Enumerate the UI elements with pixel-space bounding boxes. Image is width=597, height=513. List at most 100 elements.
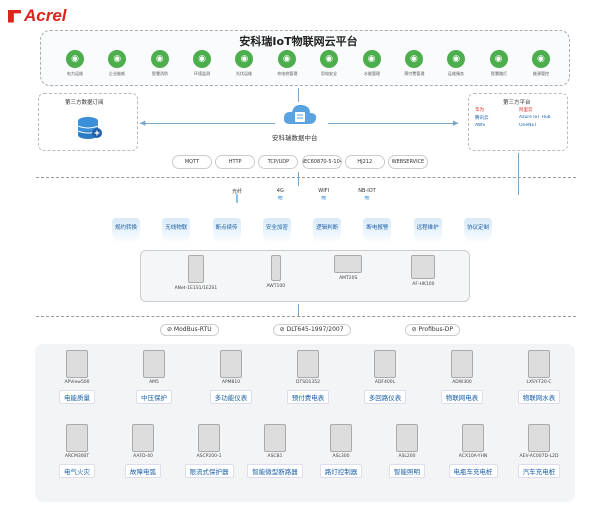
platform-module: ◉电力运维 (58, 50, 92, 77)
device-image (528, 424, 550, 452)
gateway-model: AF-HK100 (412, 282, 435, 287)
platform-module: ◉充电桩管理 (270, 50, 304, 77)
platform-module: ◉光伏运维 (227, 50, 261, 77)
device-image (143, 350, 165, 378)
device-category: 智能照明 (389, 464, 425, 478)
protocol-pill: IEC60870-5-104 (301, 155, 342, 169)
module-label: 运维服务 (448, 72, 465, 77)
comm-mode-label: WIFI (318, 188, 330, 194)
device-image (330, 424, 352, 452)
platform-module: ◉智慧消防 (143, 50, 177, 77)
data-hub-label: 安科瑞数据中台 (272, 134, 318, 142)
device-category: 多功能仪表 (209, 390, 253, 404)
acrel-logo-mark (8, 9, 21, 23)
vendor-logo: AWS (475, 123, 486, 128)
power-maintenance-icon: ◉ (66, 50, 84, 68)
device-category: 物联网水表 (517, 390, 561, 404)
device-model: AEV-AC007D-L2D (519, 454, 559, 459)
device-model: ARCM300T (64, 454, 90, 459)
device-category: 电气火灾 (59, 464, 95, 478)
feature-tile: 逻辑判断 (313, 218, 342, 244)
feature-tile: 规约转换 (112, 218, 140, 244)
protocol-pill: TCP/UDP (258, 155, 299, 169)
vendor-logo: OneNET (519, 123, 538, 128)
comm-mode: 4G≋ (265, 188, 295, 203)
device-model: ASL300 (332, 454, 350, 459)
field-device: ASL300 路灯控制器 (312, 424, 370, 478)
divider-bottom (36, 316, 576, 317)
charger-icon: ◉ (277, 50, 296, 68)
device-category: 路灯控制器 (319, 464, 363, 478)
platform-module: ◉ 运维服务 (439, 50, 473, 77)
cloud-platform-box (40, 30, 570, 86)
module-label: 企业能耗 (109, 72, 126, 77)
wifi-icon: ≋ (320, 194, 327, 202)
device-model: ASL200 (398, 454, 416, 459)
field-device: APM810 多功能仪表 (202, 350, 260, 404)
electric-safety-icon: ◉ (320, 50, 339, 68)
platform-module: ◉ 智慧路灯 (482, 50, 516, 77)
wifi-icon: ≋ (277, 194, 284, 202)
gateway-model: AWT100 (266, 284, 286, 289)
solar-icon: ◉ (235, 50, 254, 68)
third-party-subscription-box: 第三方数据订阅 (38, 93, 138, 151)
device-category: 预付费电表 (286, 390, 330, 404)
bus-protocol: ⊘ ModBus-RTU (160, 324, 219, 336)
environment-icon: ◉ (193, 50, 212, 68)
left-link-arrow (140, 123, 275, 124)
gateway-model: ANet-1E1S1/1E2S1 (174, 286, 218, 291)
data-hub-icon (283, 104, 317, 124)
device-model: ADF400L (374, 380, 396, 385)
right-arrow-head: ▶ (453, 119, 459, 127)
comm-mode: WIFI≋ (309, 188, 339, 203)
device-image (374, 350, 396, 378)
device-model: APM810 (221, 380, 241, 385)
platform-module: ◉环境监测 (185, 50, 219, 77)
street-light-icon: ◉ (489, 50, 508, 68)
bus-protocol: ⊘ DLT645-1997/2007 (272, 324, 351, 336)
protocol-pill: HJ212 (344, 155, 385, 169)
feature-tile: 断点续传 (212, 218, 241, 244)
device-category: 汽车充电桩 (517, 464, 561, 478)
platform-link-arrow (298, 88, 299, 102)
third-party-subscription-title: 第三方数据订阅 (65, 100, 104, 106)
fire-safety-icon: ◉ (150, 50, 169, 68)
device-model: ADW300 (452, 380, 472, 385)
logo-text: Acrel (24, 6, 67, 25)
device-model: APView500 (64, 380, 90, 385)
gateway-device: ANet-1E1S1/1E2S1 (174, 255, 218, 291)
gateway-device: AF-HK100 (411, 255, 436, 291)
feature-row: 规约转换无线物联断点续传安全加密逻辑判断断电报警远程维护协议定制 (112, 218, 492, 244)
acrel-logo: Acrel (8, 6, 67, 26)
comm-mode: 光纤┃ (222, 188, 252, 203)
device-image (396, 424, 418, 452)
device-image (66, 350, 88, 378)
platform-module: ◉能源管控 (524, 50, 558, 77)
wifi-icon: ≋ (364, 194, 370, 202)
third-party-platform-title: 第三方平台 (503, 100, 531, 106)
energy-control-icon: ◉ (531, 50, 550, 68)
vendor-logo: Azure IoT Hub (519, 115, 551, 120)
field-device: AEV-AC007D-L2D 汽车充电桩 (510, 424, 568, 478)
device-image (66, 424, 88, 452)
device-model: AM5 (149, 380, 159, 385)
device-category: 中压保护 (136, 390, 172, 404)
service-icon: ◉ (447, 50, 466, 68)
protocol-pill: HTTP (215, 155, 256, 169)
comm-mode-label: NB-IOT (358, 188, 376, 194)
module-label: 智慧路灯 (490, 72, 507, 77)
module-label: 预付费管理 (403, 72, 424, 77)
gateway-device: AWT100 (266, 255, 285, 291)
vendor-logo: 阿里云 (519, 108, 533, 113)
